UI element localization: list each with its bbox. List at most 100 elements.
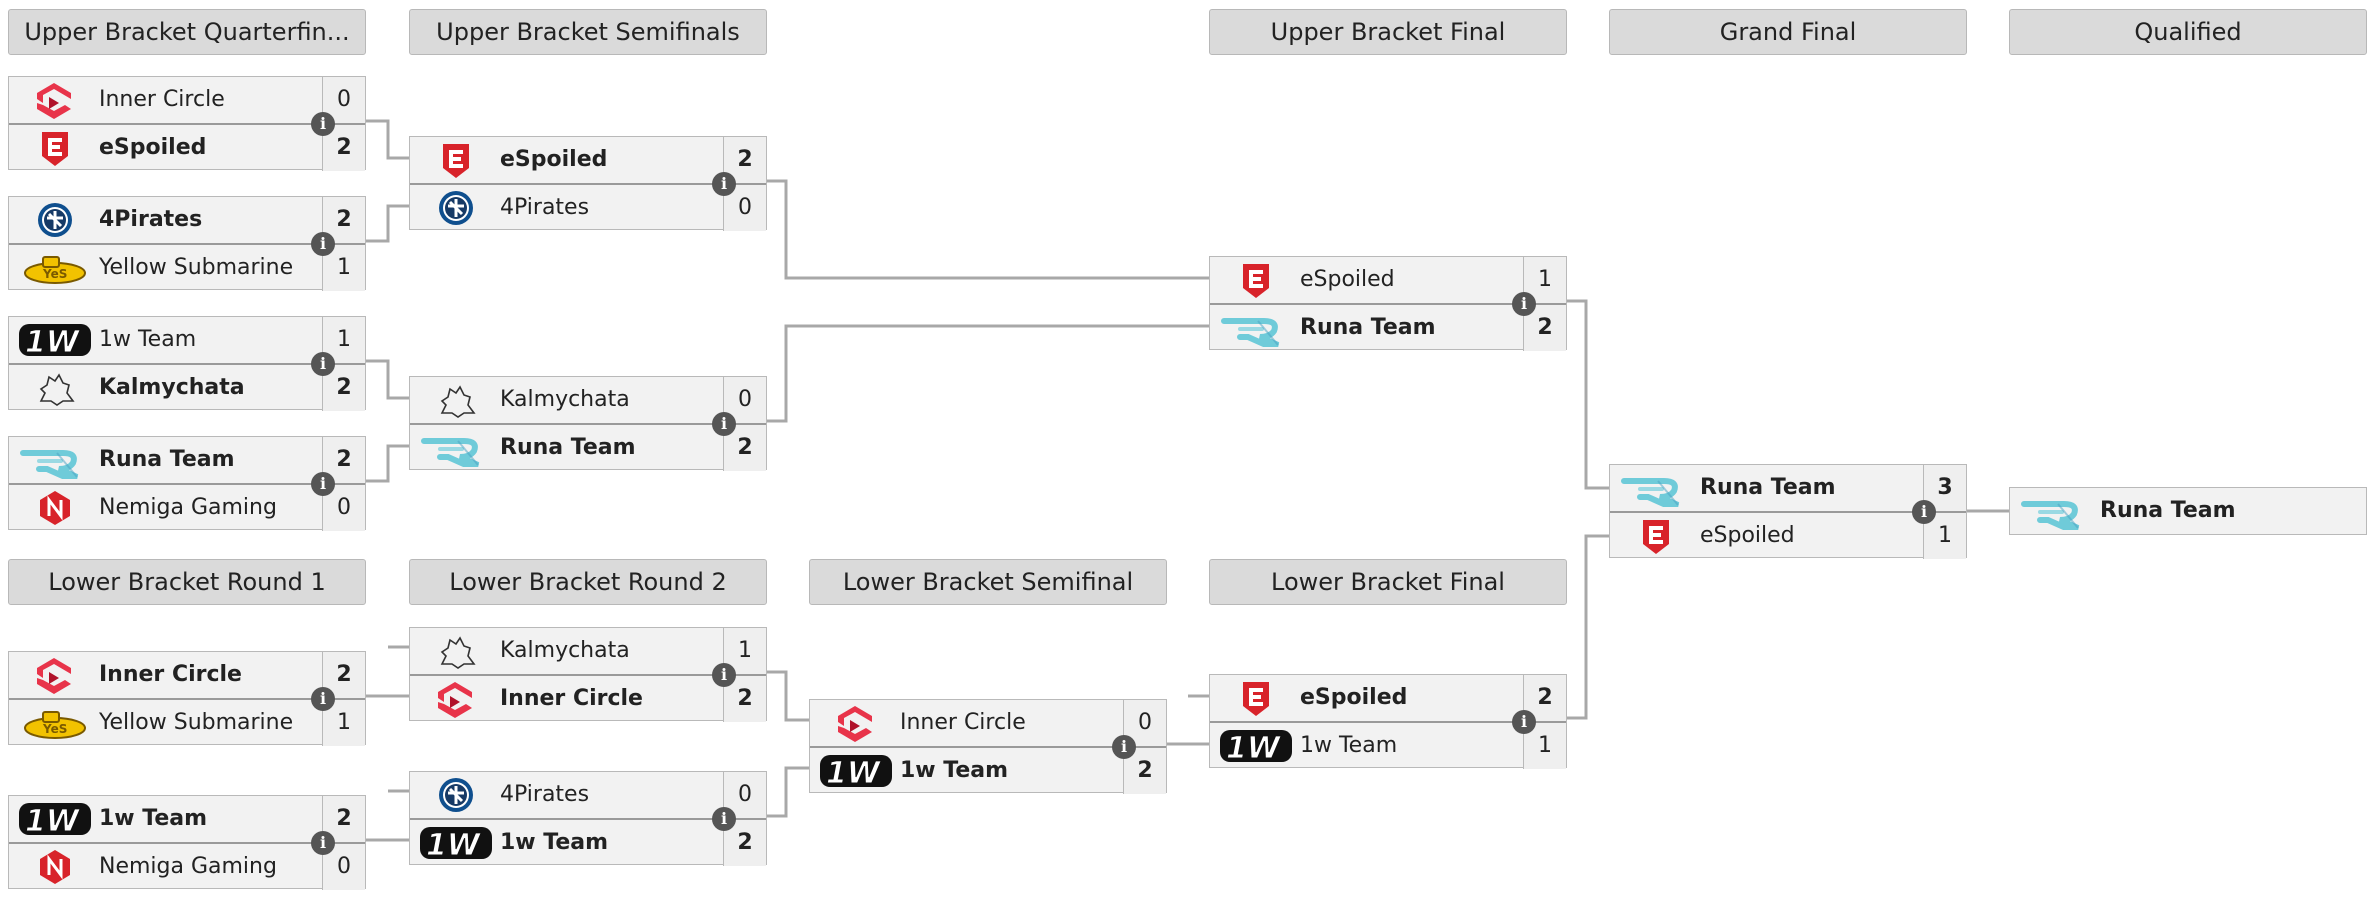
connector-ubqf4	[366, 444, 410, 483]
4pirates-logo-icon	[17, 201, 93, 239]
header-upper-bracket-final: Upper Bracket Final	[1209, 9, 1567, 55]
runa-team-logo-icon	[1218, 309, 1294, 347]
match-info-icon[interactable]: i	[712, 663, 736, 687]
team-score: 2	[322, 796, 365, 842]
team-name: Nemiga Gaming	[99, 854, 277, 879]
match-info-icon[interactable]: i	[712, 807, 736, 831]
team-name: eSpoiled	[1300, 267, 1395, 292]
team-row[interactable]: eSpoiled 2	[9, 125, 365, 171]
4pirates-logo-icon	[418, 189, 494, 227]
qualified-team[interactable]: Runa Team	[2009, 487, 2367, 535]
team-score: 1	[322, 245, 365, 291]
team-score: 2	[322, 125, 365, 171]
match-info-icon[interactable]: i	[311, 472, 335, 496]
team-name: eSpoiled	[99, 135, 207, 160]
runa-team-logo-icon	[418, 429, 494, 467]
connector-ubqf3	[366, 359, 410, 400]
team-name: eSpoiled	[1700, 523, 1795, 548]
team-name: Runa Team	[99, 447, 235, 472]
connector-lbr2a	[766, 670, 810, 722]
row-divider	[410, 674, 766, 676]
inner-circle-logo-icon	[17, 656, 93, 694]
match-info-icon[interactable]: i	[1912, 500, 1936, 524]
inner-circle-logo-icon	[818, 704, 894, 742]
match-info-icon[interactable]: i	[1112, 735, 1136, 759]
row-divider	[410, 423, 766, 425]
team-row[interactable]: 1W 1w Team 2	[9, 796, 365, 842]
row-divider	[9, 243, 365, 245]
espoiled-logo-icon	[1618, 517, 1694, 555]
match-info-icon[interactable]: i	[311, 352, 335, 376]
header-upper-bracket-semifinals: Upper Bracket Semifinals	[409, 9, 767, 55]
team-name: Inner Circle	[99, 662, 242, 687]
header-grand-final: Grand Final	[1609, 9, 1967, 55]
match-info-icon[interactable]: i	[712, 412, 736, 436]
team-name: Inner Circle	[900, 710, 1026, 735]
team-name: 1w Team	[99, 327, 197, 352]
match-info-icon[interactable]: i	[311, 112, 335, 136]
team-name: 4Pirates	[99, 207, 203, 232]
svg-text:1W: 1W	[25, 804, 81, 838]
runa-team-logo-icon	[2018, 492, 2094, 530]
kalmychata-logo-icon	[17, 369, 93, 407]
match-info-icon[interactable]: i	[311, 831, 335, 855]
match-info-icon[interactable]: i	[712, 172, 736, 196]
header-lower-bracket-semifinal: Lower Bracket Semifinal	[809, 559, 1167, 605]
1w-team-logo-icon: 1W	[818, 752, 894, 790]
match-info-icon[interactable]: i	[311, 232, 335, 256]
runa-team-logo-icon	[1618, 469, 1694, 507]
team-name: Nemiga Gaming	[99, 495, 277, 520]
match-info-icon[interactable]: i	[1512, 710, 1536, 734]
header-upper-bracket-quarterfinals: Upper Bracket Quarterfin...	[8, 9, 366, 55]
connector-ubf	[1566, 299, 1610, 490]
match-info-icon[interactable]: i	[1512, 292, 1536, 316]
match-info-icon[interactable]: i	[311, 687, 335, 711]
row-divider	[9, 363, 365, 365]
svg-text:1W: 1W	[826, 756, 882, 790]
team-name: 1w Team	[99, 806, 208, 831]
connector-ubsf2	[766, 324, 1210, 423]
connector-ubqf2	[366, 204, 410, 243]
team-name: Kalmychata	[500, 387, 630, 412]
header-lower-bracket-final: Lower Bracket Final	[1209, 559, 1567, 605]
row-divider	[1610, 511, 1966, 513]
svg-text:1W: 1W	[1226, 731, 1282, 765]
team-name: Runa Team	[1300, 315, 1436, 340]
team-name: 4Pirates	[500, 195, 590, 220]
